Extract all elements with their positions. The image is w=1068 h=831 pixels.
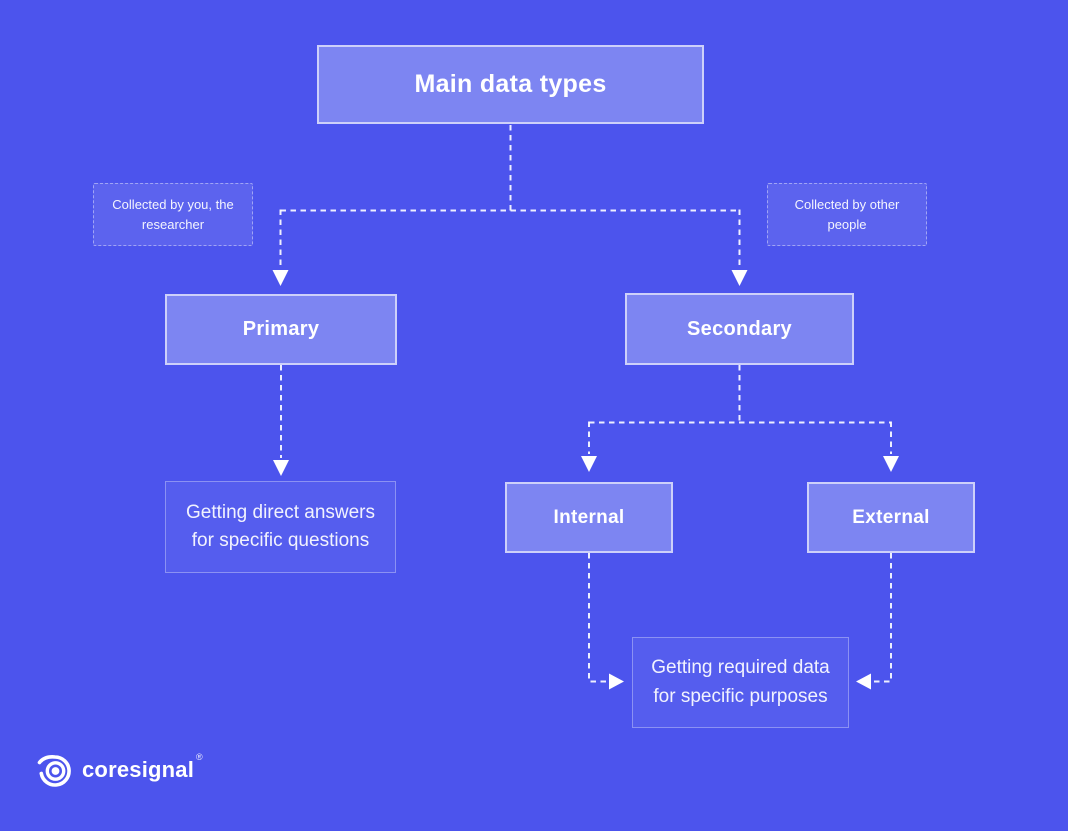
arrowhead-to-secondary <box>731 270 748 286</box>
connector-internal-stem <box>588 553 607 683</box>
note-left-line2: researcher <box>141 216 205 232</box>
outcome-primary-line2: for specific questions <box>191 530 370 551</box>
node-secondary: Secondary <box>625 293 854 365</box>
node-main-data-types: Main data types <box>317 45 704 124</box>
arrowhead-to-internal <box>581 456 597 472</box>
node-external: External <box>807 482 975 553</box>
node-internal: Internal <box>505 482 673 553</box>
node-internal-label: Internal <box>553 506 625 528</box>
connector-external-stem <box>873 553 892 683</box>
node-main-data-types-label: Main data types <box>414 70 607 98</box>
note-collected-by-you: Collected by you, the researcher <box>93 183 253 246</box>
note-collected-by-others: Collected by other people <box>767 183 927 246</box>
node-external-label: External <box>852 506 930 528</box>
outcome-primary-line1: Getting direct answers <box>185 501 376 523</box>
arrowhead-external-to-outcome <box>856 673 871 690</box>
note-left-line1: Collected by you, the <box>112 197 234 212</box>
outcome-secondary: Getting required data for specific purpo… <box>632 637 849 728</box>
coresignal-logo: coresignal® <box>37 752 203 788</box>
outcome-primary: Getting direct answers for specific ques… <box>165 481 396 573</box>
arrowhead-to-primary-outcome <box>273 460 289 476</box>
outcome-secondary-line2: for specific purposes <box>653 685 828 707</box>
node-secondary-label: Secondary <box>687 317 792 340</box>
arrowhead-internal-to-outcome <box>609 673 624 690</box>
note-right-line2: people <box>827 216 867 232</box>
coresignal-logo-name: coresignal <box>82 757 195 782</box>
note-right-line1: Collected by other <box>794 197 900 212</box>
coresignal-spiral-icon <box>37 755 71 787</box>
arrowhead-to-primary <box>272 270 289 286</box>
node-primary-label: Primary <box>242 318 320 340</box>
coresignal-logo-text: coresignal® <box>82 752 203 782</box>
outcome-secondary-line1: Getting required data <box>651 657 830 678</box>
registered-trademark-symbol: ® <box>196 751 203 762</box>
node-primary: Primary <box>165 294 397 365</box>
arrowhead-to-external <box>883 456 899 472</box>
